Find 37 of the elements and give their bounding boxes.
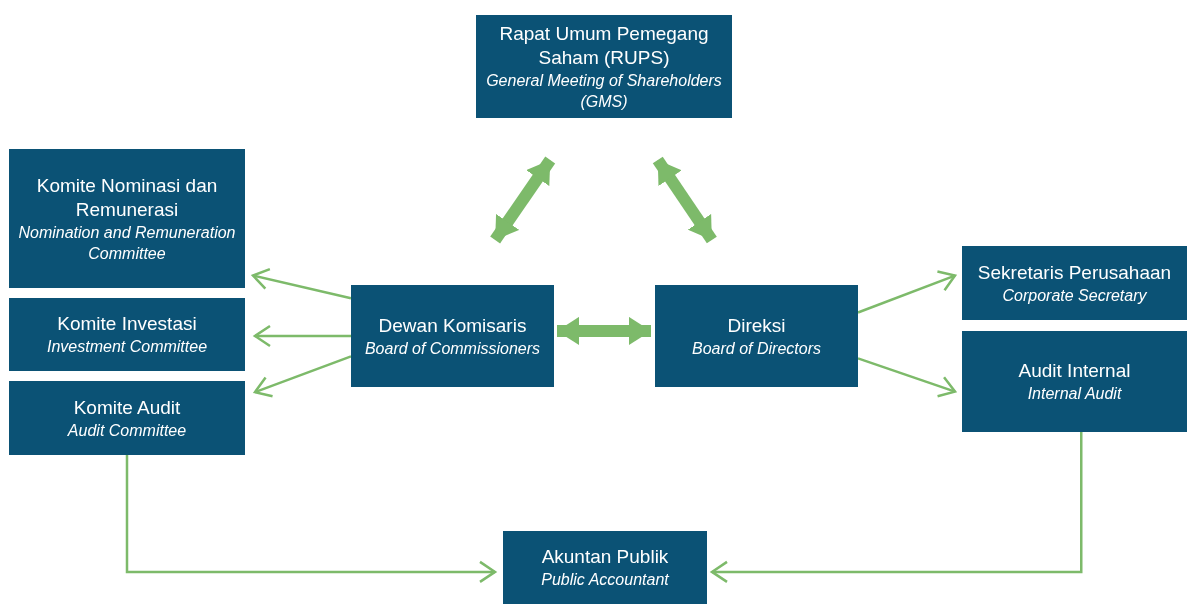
unit-translation: Public Accountant xyxy=(541,570,669,590)
arrow xyxy=(253,355,352,398)
org-box xyxy=(962,331,1187,432)
unit-name: Akuntan Publik xyxy=(541,545,669,569)
unit-translation: Nomination and Remuneration Committee xyxy=(17,222,237,264)
org-box xyxy=(503,531,707,604)
unit-name: Komite Investasi xyxy=(57,312,197,336)
unit-name: Direksi xyxy=(727,313,786,338)
unit-translation: Internal Audit xyxy=(1027,384,1122,404)
double-arrow xyxy=(490,156,556,244)
unit-translation: Board of Commissioners xyxy=(364,338,541,359)
unit-translation: Audit Committee xyxy=(67,420,187,441)
unit-name: Komite Audit xyxy=(73,395,181,420)
org-box xyxy=(9,298,245,371)
org-box xyxy=(476,15,732,118)
org-box xyxy=(9,149,245,288)
unit-translation: Corporate Secretary xyxy=(1002,285,1147,306)
unit-name: Rapat Umum Pemegang Saham (RUPS) xyxy=(498,21,710,70)
arrow xyxy=(251,267,352,300)
unit-translation: General Meeting of Shareholders (GMS) xyxy=(485,70,723,112)
double-arrow xyxy=(652,156,717,244)
org-box xyxy=(655,285,858,387)
unit-name: Sekretaris Perusahaan xyxy=(977,260,1172,285)
org-box xyxy=(351,285,554,387)
unit-translation: Board of Directors xyxy=(692,338,821,359)
org-box xyxy=(962,246,1187,320)
arrow xyxy=(253,324,351,348)
org-box xyxy=(9,381,245,455)
arrow xyxy=(857,270,957,314)
double-arrow xyxy=(557,316,651,345)
arrow xyxy=(125,455,497,584)
arrow xyxy=(710,432,1083,584)
unit-name: Dewan Komisaris xyxy=(378,313,527,338)
arrow xyxy=(857,357,957,398)
unit-translation: Investment Committee xyxy=(46,337,208,357)
unit-name: Audit Internal xyxy=(1018,359,1131,383)
unit-name: Komite Nominasi dan Remunerasi xyxy=(35,173,219,222)
